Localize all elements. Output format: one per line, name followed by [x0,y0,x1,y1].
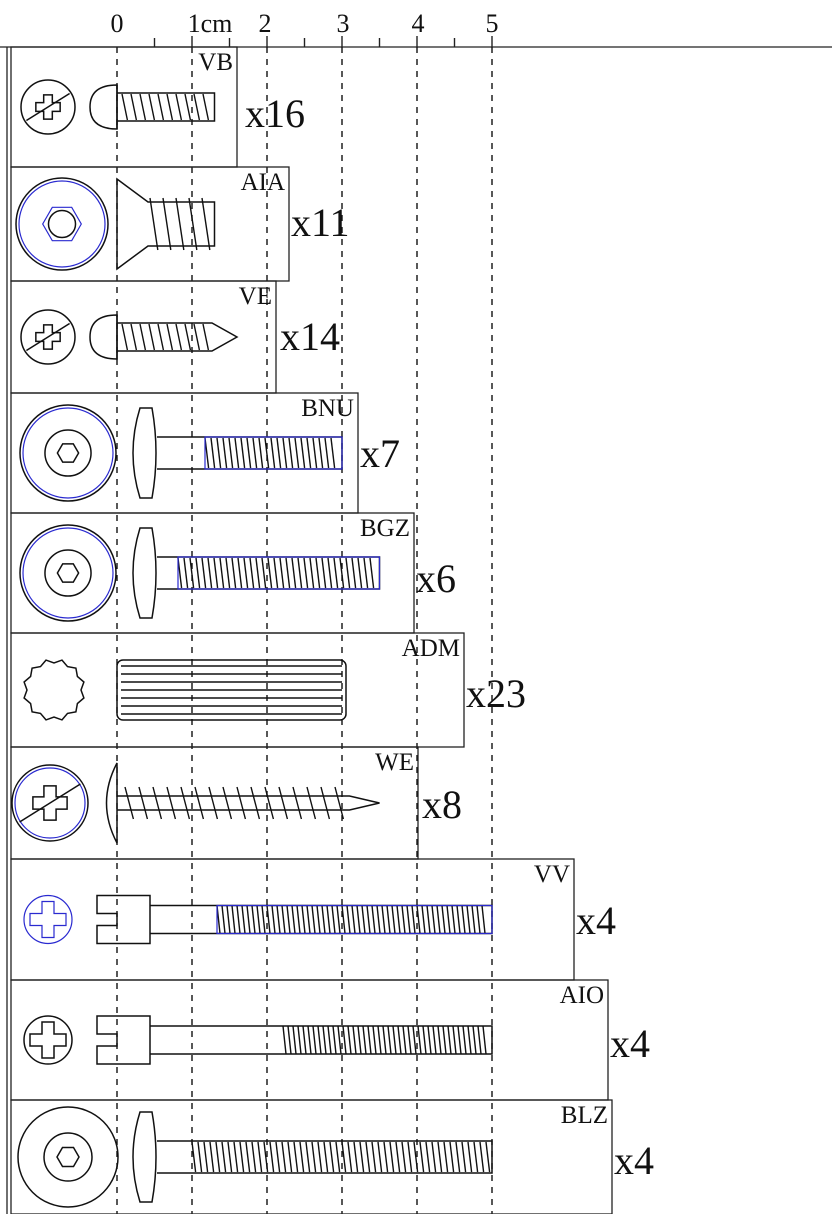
head-view-icon [19,404,117,502]
ruler-label-5: 5 [486,9,499,38]
ruler-label-3: 3 [337,9,350,38]
part-quantity: x7 [360,431,400,476]
ruler-label-1cm: 1cm [188,9,233,38]
head-view-icon [19,524,117,622]
head-view-icon [11,764,89,842]
part-row-we: WE x8 [10,746,462,860]
part-quantity: x8 [422,782,462,827]
part-quantity: x4 [576,898,616,943]
part-code: AIA [241,169,285,196]
part-code: BGZ [360,515,410,542]
part-code: BLZ [561,1102,608,1129]
part-code: AIO [560,982,604,1009]
head-view-icon [20,309,76,365]
head-view-icon [20,79,76,135]
part-quantity: x11 [291,200,350,245]
part-illustration [17,1106,493,1208]
part-code: BNU [301,395,354,422]
head-view-icon [15,177,109,271]
part-illustration [20,309,239,365]
part-quantity: x6 [416,556,456,601]
part-quantity: x16 [245,91,305,136]
part-code: ADM [402,635,460,662]
parts-list: VBx16AIAx11VEx14BNUx7BGZx6ADMx23WEx8VVx4… [10,46,654,1214]
part-illustration [19,404,343,502]
part-quantity: x14 [280,314,340,359]
part-code: VE [239,283,272,310]
part-illustration [23,894,493,945]
part-quantity: x23 [466,671,526,716]
part-code: VB [198,49,233,76]
part-quantity: x4 [610,1021,650,1066]
ruler-label-0: 0 [111,9,124,38]
part-box [10,746,419,860]
part-row-vb: VB x16 [10,46,305,168]
ruler-label-2: 2 [259,9,272,38]
part-code: WE [375,749,414,776]
part-illustration [23,659,347,721]
part-illustration [19,524,381,622]
part-illustration [23,1015,493,1065]
part-quantity: x4 [614,1138,654,1183]
part-code: VV [534,861,570,888]
part-box [10,1099,613,1214]
part-row-ve: VE x14 [10,280,340,394]
head-view-icon [23,894,73,945]
part-illustration [20,79,216,135]
ruler-label-4: 4 [412,9,425,38]
part-illustration [15,177,216,271]
ruler: 0 1cm 2 3 4 5 [0,9,832,48]
part-illustration [11,762,380,844]
head-view-icon [23,1015,73,1065]
part-box [10,858,575,981]
head-view-icon [17,1106,119,1208]
